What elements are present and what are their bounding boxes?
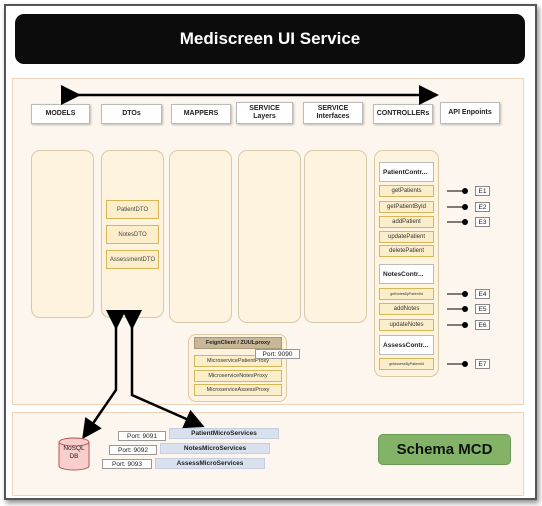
method-label: updateNotes [389, 322, 424, 328]
method-label: updatePatient [387, 234, 426, 240]
controller-method: getAssessByPatientId [379, 358, 434, 370]
endpoint-text: E1 [478, 187, 487, 195]
proxy-label: MicroserviceNotesProxy [208, 373, 268, 379]
notes-controller-title: NotesContr... [379, 264, 434, 284]
layer-header-models: MODELS [31, 104, 90, 124]
endpoint-dot [462, 188, 468, 194]
dto-label: AssessmentDTO [109, 256, 156, 263]
layer-header-label: MODELS [45, 110, 76, 117]
microservice-box: AssessMicroServices [155, 458, 265, 469]
layer-header-api-endpoints: API Enpoints [440, 102, 500, 124]
feign-client-title: FeignClient / ZUULproxy [194, 337, 282, 349]
feign-title-label: FeignClient / ZUULproxy [205, 340, 271, 346]
port-text: Port: 9090 [262, 350, 293, 358]
endpoint-dot [462, 219, 468, 225]
endpoint-dot [462, 291, 468, 297]
endpoint-text: E6 [478, 321, 487, 329]
title-bar: Mediscreen UI Service [15, 14, 525, 64]
method-label: addPatient [392, 219, 421, 225]
controller-method: addNotes [379, 303, 434, 315]
dto-item: AssessmentDTO [106, 250, 159, 269]
dto-to-microservice-arrow [122, 310, 205, 429]
proxy-item: MicroserviceAssessProxy [194, 384, 282, 396]
endpoint-dot [462, 361, 468, 367]
layer-header-label: MAPPERS [183, 110, 219, 117]
controller-method: getPatientById [379, 201, 434, 213]
schema-mcd-box: Schema MCD [378, 434, 511, 465]
port-text: Port: 9092 [118, 446, 148, 454]
dto-label: PatientDTO [116, 206, 149, 213]
layer-header-label: API Enpoints [448, 109, 492, 116]
method-label: deletePatient [388, 248, 425, 254]
layer-header-label: SERVICE Layers [249, 105, 280, 120]
db-label-text: NoSQL DB [63, 445, 85, 460]
controller-method: updateNotes [379, 319, 434, 331]
dto-label: NotesDTO [118, 231, 147, 238]
endpoint-label: E2 [475, 202, 490, 212]
endpoint-label: E3 [475, 217, 490, 227]
microservice-label: PatientMicroServices [191, 430, 257, 437]
controller-method: deletePatient [379, 245, 434, 257]
endpoint-label: E1 [475, 186, 490, 196]
layer-header-label: SERVICE Interfaces [316, 105, 350, 120]
controller-method: getPatients [379, 185, 434, 197]
microservice-box: NotesMicroServices [160, 443, 270, 454]
microservice-label: AssessMicroServices [176, 460, 244, 467]
port-text: Port: 9093 [112, 460, 142, 468]
gateway-port-label: Port: 9090 [255, 349, 300, 359]
dto-item: NotesDTO [106, 225, 159, 244]
controller-method: getNotesByPatientId [379, 288, 434, 300]
diagram-title: Mediscreen UI Service [179, 29, 361, 48]
mappers-column [169, 150, 232, 323]
endpoint-text: E7 [478, 360, 487, 368]
controller-method: updatePatient [379, 231, 434, 243]
models-column [31, 150, 94, 318]
method-label: getNotesByPatientId [390, 292, 423, 296]
endpoint-label: E6 [475, 320, 490, 330]
endpoint-label: E5 [475, 304, 490, 314]
controller-title-label: NotesContr... [383, 270, 424, 278]
microservice-port: Port: 9092 [109, 445, 157, 455]
schema-label: Schema MCD [396, 441, 493, 458]
endpoint-dot [462, 306, 468, 312]
layer-header-label: DTOs [122, 110, 141, 117]
endpoint-label: E4 [475, 289, 490, 299]
endpoint-text: E5 [478, 305, 487, 313]
endpoint-label: E7 [475, 359, 490, 369]
endpoint-dot [462, 204, 468, 210]
nosql-db-icon [58, 437, 90, 471]
method-label: addNotes [393, 306, 420, 312]
proxy-label: MicroserviceAssessProxy [206, 387, 270, 393]
assess-controller-title: AssessContr... [379, 335, 434, 355]
method-label: getPatients [391, 188, 422, 194]
service-interfaces-column [304, 150, 367, 323]
port-text: Port: 9091 [127, 432, 157, 440]
layer-header-label: CONTROLLERs [376, 110, 430, 117]
microservice-box: PatientMicroServices [169, 428, 279, 439]
method-label: getAssessByPatientId [389, 362, 424, 366]
dto-item: PatientDTO [106, 200, 159, 219]
microservice-port: Port: 9093 [102, 459, 152, 469]
dto-to-db-arrow [82, 310, 126, 440]
controller-title-label: AssessContr... [383, 341, 429, 349]
controller-method: addPatient [379, 216, 434, 228]
controller-title-label: PatientContr... [383, 168, 428, 176]
patient-controller-title: PatientContr... [379, 162, 434, 182]
proxy-label: MicroservicePatientProxy [206, 358, 270, 364]
endpoint-text: E2 [478, 203, 487, 211]
nosql-db-label: NoSQL DB [59, 445, 89, 461]
endpoint-text: E4 [478, 290, 487, 298]
service-layers-column [238, 150, 301, 323]
microservice-label: NotesMicroServices [183, 445, 247, 452]
endpoint-text: E3 [478, 218, 487, 226]
endpoint-dot [462, 322, 468, 328]
method-label: getPatientById [386, 204, 427, 210]
